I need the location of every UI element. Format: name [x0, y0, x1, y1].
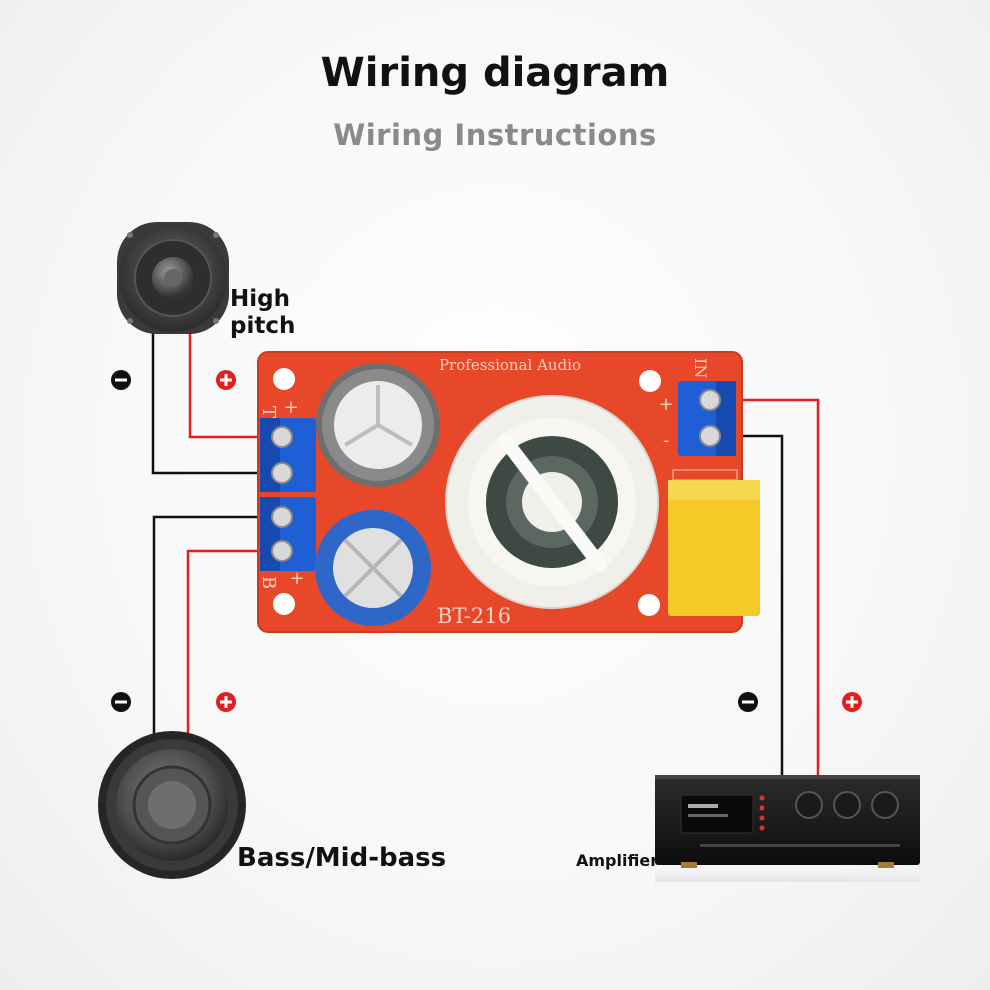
capacitor-yellow: [668, 480, 760, 616]
wire-tweeter-negative: [151, 330, 282, 475]
capacitor-blue: [315, 510, 431, 626]
board-model: BT-216: [437, 604, 511, 628]
terminal-bass-label: B: [258, 576, 279, 589]
terminal-block-bass: [260, 497, 316, 571]
amplifier-label: Amplifier: [576, 851, 659, 870]
woofer-label: Bass/Mid-bass: [237, 843, 447, 873]
amplifier-unit: [655, 775, 920, 882]
page-subtitle: Wiring Instructions: [333, 118, 657, 152]
terminal-in-label: IN: [691, 358, 710, 378]
terminal-bass-plus: +: [289, 568, 304, 589]
woofer-speaker: [98, 731, 246, 879]
wire-tweeter-positive: [188, 330, 282, 439]
wire-amp-positive: [710, 398, 820, 775]
capacitor-gray: [316, 363, 440, 487]
tweeter-speaker: [117, 222, 229, 334]
inductor-coil: [445, 395, 659, 609]
terminal-block-high: [260, 418, 316, 492]
wire-woofer-negative: [152, 515, 282, 745]
terminal-in-plus: +: [658, 394, 673, 415]
terminal-high-label: T: [258, 406, 279, 418]
terminal-block-input: [678, 381, 736, 456]
polarity-markers: [111, 370, 862, 712]
terminal-high-plus: +: [283, 397, 298, 418]
tweeter-label: High pitch: [230, 286, 295, 340]
wire-woofer-positive: [186, 549, 282, 745]
tweeter-label-line2: pitch: [230, 313, 296, 339]
tweeter-label-line1: High: [230, 286, 290, 312]
board-brand-text: Professional Audio: [439, 356, 581, 374]
terminal-in-minus: -: [663, 430, 669, 451]
page-title: Wiring diagram: [320, 50, 670, 96]
